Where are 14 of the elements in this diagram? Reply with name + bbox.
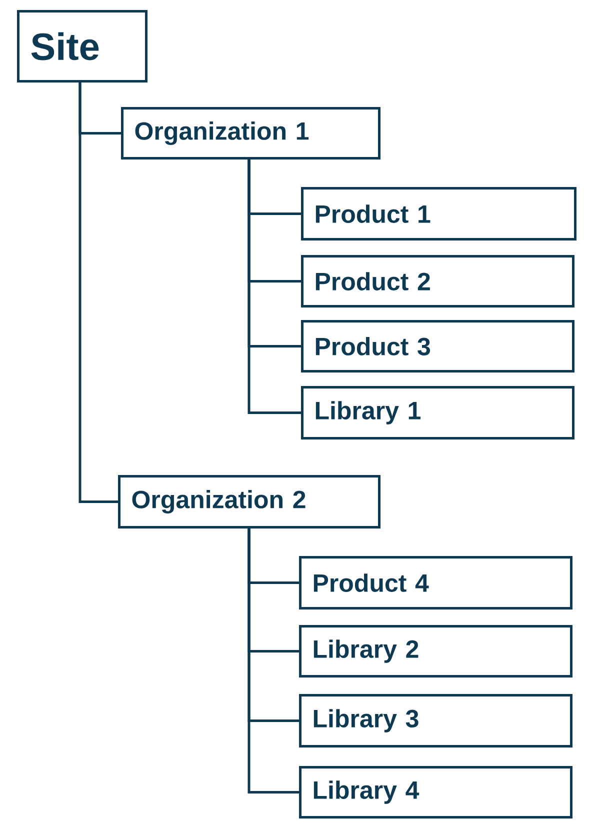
item-box: Organization 1: [121, 107, 380, 160]
item-box: Library 2: [299, 625, 572, 678]
item-box: Product 1: [301, 187, 576, 240]
item-box: Library 4: [299, 766, 572, 818]
site-box: Site: [17, 10, 148, 82]
connector-line: [78, 82, 118, 503]
item-box: Product 4: [299, 556, 572, 610]
item-box: Library 1: [301, 386, 574, 440]
connector-line: [248, 528, 299, 794]
item-box: Product 3: [301, 320, 574, 372]
connector-line: [248, 160, 301, 414]
item-box: Library 3: [299, 694, 572, 748]
item-box: Product 2: [301, 255, 574, 308]
item-box: Organization 2: [118, 475, 380, 528]
